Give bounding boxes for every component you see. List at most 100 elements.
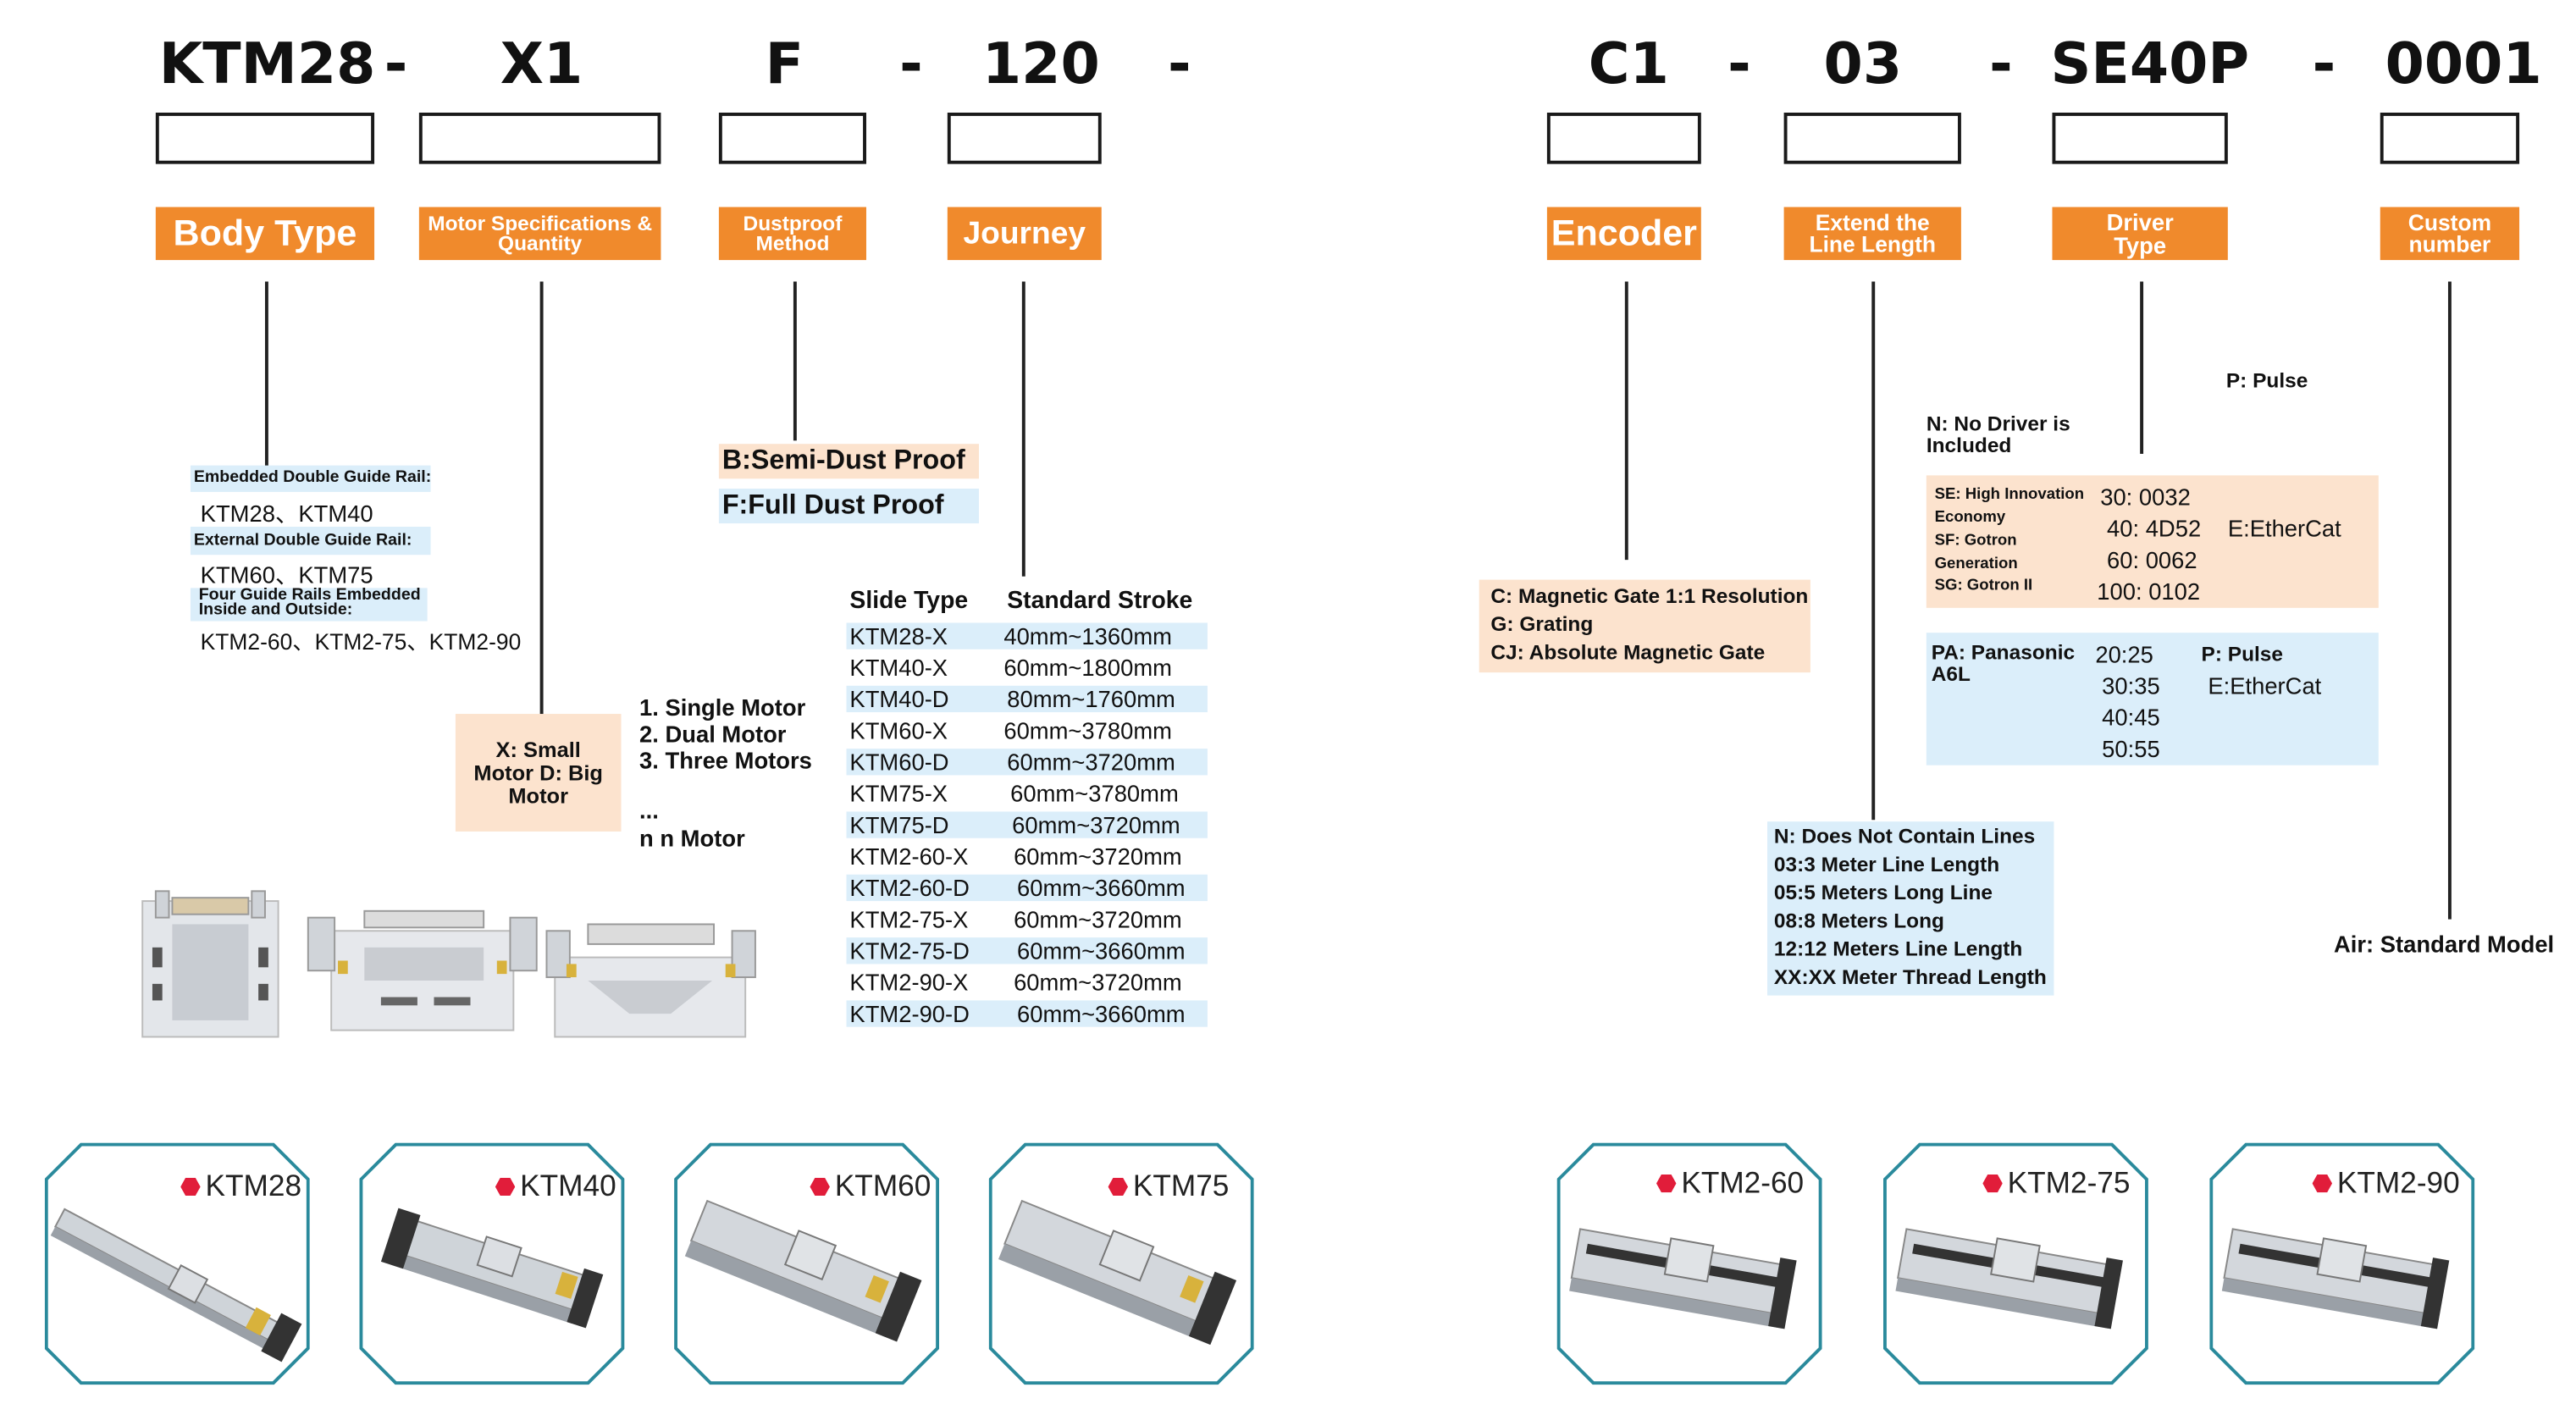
- code-separator: -: [384, 31, 408, 98]
- driver-se-value: 100: 0102: [2097, 578, 2201, 605]
- line-length-option: 05:5 Meters Long Line: [1773, 881, 1993, 904]
- table-cell-stroke: 60mm~3660mm: [1016, 937, 1186, 965]
- table-cell-stroke: 60mm~3720mm: [1012, 811, 1180, 838]
- dustproof-full: F:Full Dust Proof: [718, 489, 979, 524]
- product-image: [998, 1199, 1237, 1346]
- line-length-option: 12:12 Meters Line Length: [1773, 937, 2023, 961]
- code-box-line-length: [1783, 113, 1961, 164]
- code-separator: -: [1727, 31, 1751, 98]
- body-external-title: External Double Guide Rail:: [190, 527, 431, 555]
- body-section-image-1: [141, 890, 279, 1038]
- driver-se-box: SE: High Innovation Economy SF: Gotron G…: [1926, 475, 2379, 608]
- hexagon-bullet-icon: [810, 1177, 830, 1197]
- motor-quantity-n: n n Motor: [639, 825, 745, 852]
- table-cell-stroke: 40mm~1360mm: [1003, 622, 1172, 649]
- body-section-image-3: [545, 923, 756, 1038]
- code-dustproof: F: [765, 31, 804, 98]
- label-driver-type: Driver Type: [2052, 207, 2228, 261]
- product-name: KTM2-90: [2312, 1166, 2460, 1201]
- label-dustproof: Dustproof Method: [718, 207, 866, 261]
- product-image: [1895, 1228, 2123, 1329]
- hexagon-bullet-icon: [495, 1177, 516, 1197]
- connector-line: [1871, 281, 1875, 821]
- motor-quantity-2: 2. Dual Motor: [639, 720, 787, 748]
- motor-quantity-ellipsis: ...: [639, 796, 659, 824]
- hexagon-bullet-icon: [2312, 1174, 2333, 1193]
- product-label: KTM28: [205, 1169, 302, 1203]
- product-hexagon-frame: [359, 1142, 625, 1385]
- product-name: KTM40: [495, 1169, 616, 1204]
- code-separator: -: [899, 31, 923, 98]
- body-four-title: Four Guide Rails Embedded Inside and Out…: [190, 587, 428, 622]
- table-row: KTM28-X 40mm~1360mm: [846, 622, 1208, 651]
- label-extend-line: Extend the Line Length: [1783, 207, 1961, 261]
- driver-brand: SE: High Innovation: [1934, 485, 2085, 504]
- motor-size-options: X: Small Motor D: Big Motor: [455, 714, 622, 832]
- product-name: KTM2-75: [1982, 1166, 2130, 1201]
- product-card-ktm2-75: KTM2-75: [1882, 1142, 2148, 1393]
- label-encoder: Encoder: [1546, 207, 1701, 261]
- driver-se-value: 30: 0032: [2100, 484, 2191, 511]
- product-hexagon-frame: [988, 1142, 1254, 1385]
- product-hexagon-frame: [674, 1142, 940, 1385]
- table-cell-stroke: 60mm~3660mm: [1016, 1000, 1186, 1027]
- product-name: KTM2-60: [1656, 1166, 1804, 1201]
- product-label: KTM60: [834, 1169, 931, 1203]
- driver-pa-value: 40:45: [2102, 704, 2160, 731]
- table-cell-type: KTM2-90-X: [849, 969, 969, 996]
- table-cell-stroke: 60mm~1800mm: [1003, 654, 1172, 681]
- driver-brand: Generation: [1934, 555, 2018, 573]
- code-body-type: KTM28: [158, 31, 376, 98]
- connector-line: [1021, 281, 1025, 577]
- table-cell-type: KTM2-60-X: [849, 843, 969, 870]
- product-card-ktm40: KTM40: [359, 1142, 625, 1393]
- encoder-options-box: C: Magnetic Gate 1:1 Resolution G: Grati…: [1479, 579, 1810, 673]
- table-cell-type: KTM2-90-D: [849, 1000, 970, 1027]
- code-custom: 0001: [2385, 31, 2542, 98]
- code-box-journey: [947, 113, 1102, 164]
- line-length-option: XX:XX Meter Thread Length: [1773, 965, 2047, 989]
- driver-pulse-top: P: Pulse: [2225, 369, 2308, 393]
- product-name: KTM60: [810, 1169, 931, 1204]
- hexagon-bullet-icon: [1982, 1174, 2003, 1193]
- product-name: KTM28: [180, 1169, 301, 1204]
- table-row: KTM2-90-D 60mm~3660mm: [846, 998, 1208, 1028]
- table-cell-stroke: 60mm~3720mm: [1014, 969, 1182, 996]
- hexagon-bullet-icon: [1656, 1174, 1677, 1193]
- table-row: KTM40-X 60mm~1800mm: [847, 653, 1208, 683]
- motor-quantity-3: 3. Three Motors: [639, 747, 812, 774]
- hexagon-bullet-icon: [1108, 1177, 1129, 1197]
- product-label: KTM40: [520, 1169, 616, 1203]
- driver-pa-value: 50:55: [2102, 735, 2160, 762]
- body-embedded-models: KTM28、KTM40: [200, 500, 373, 528]
- table-cell-type: KTM40-X: [849, 654, 948, 681]
- custom-air-standard: Air: Standard Model: [2334, 931, 2555, 958]
- product-hexagon-frame: [44, 1142, 310, 1385]
- driver-pa-pulse: P: Pulse: [2201, 642, 2284, 666]
- product-label: KTM2-90: [2336, 1166, 2460, 1200]
- body-embedded-title: Embedded Double Guide Rail:: [190, 465, 431, 492]
- code-box-motor: [418, 113, 661, 164]
- label-custom-number: Custom number: [2380, 207, 2520, 261]
- code-box-custom: [2380, 113, 2520, 164]
- code-box-driver: [2052, 113, 2228, 164]
- body-cross-section-images: [141, 890, 756, 1038]
- table-cell-type: KTM2-60-D: [849, 874, 970, 902]
- encoder-option-cj: CJ: Absolute Magnetic Gate: [1490, 640, 1766, 665]
- table-cell-type: KTM60-D: [849, 749, 949, 776]
- code-box-body-type: [155, 113, 375, 164]
- product-hexagon-frame: [2209, 1142, 2475, 1385]
- table-cell-type: KTM28-X: [849, 622, 948, 649]
- driver-brand: SF: Gotron: [1934, 531, 2017, 550]
- table-cell-type: KTM75-D: [849, 811, 949, 838]
- product-image: [380, 1208, 604, 1329]
- product-image: [1569, 1228, 1797, 1329]
- driver-pa-box: PA: Panasonic A6L 20:25 30:35 40:45 50:5…: [1926, 633, 2379, 766]
- driver-brand: Economy: [1934, 508, 2006, 528]
- code-line-length: 03: [1823, 31, 1903, 98]
